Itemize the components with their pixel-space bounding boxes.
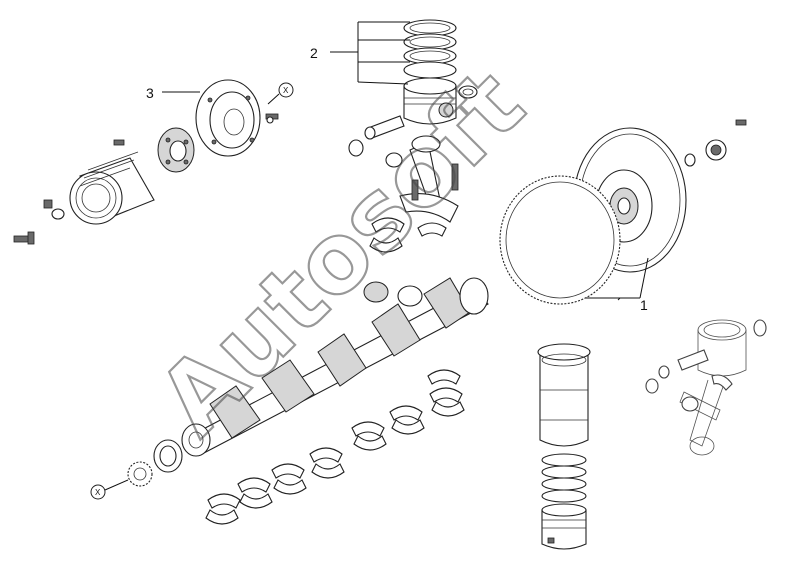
lower-piston-rings xyxy=(541,453,587,503)
piston-pin xyxy=(348,115,405,168)
piston-ring-stack xyxy=(403,19,457,79)
x-marker-bottom: X xyxy=(90,479,129,500)
lower-piston xyxy=(541,503,587,550)
x-marker-top: X xyxy=(267,82,294,105)
connecting-rod xyxy=(399,135,459,223)
piston-rod-assembly-ghost xyxy=(645,319,767,456)
callout-1: 1 xyxy=(640,297,648,313)
crankshaft xyxy=(181,277,489,457)
upper-piston xyxy=(403,77,478,125)
x-marker-top-label: X xyxy=(283,86,289,95)
callout-2: 2 xyxy=(310,45,318,61)
ring-gear xyxy=(499,175,621,305)
rod-bearing-shells xyxy=(363,217,447,307)
pulley xyxy=(69,151,155,225)
damper-bolts xyxy=(13,113,279,245)
flywheel-bolt-seal xyxy=(684,119,747,167)
main-bearing-shells xyxy=(205,369,465,525)
cylinder-liner xyxy=(537,343,591,447)
callout-3: 3 xyxy=(146,85,154,101)
hub-flange xyxy=(157,127,195,173)
x-marker-bottom-label: X xyxy=(95,488,101,497)
crank-gear-seal xyxy=(127,439,183,487)
vibration-damper xyxy=(195,79,261,157)
callout-leaders xyxy=(162,21,649,301)
